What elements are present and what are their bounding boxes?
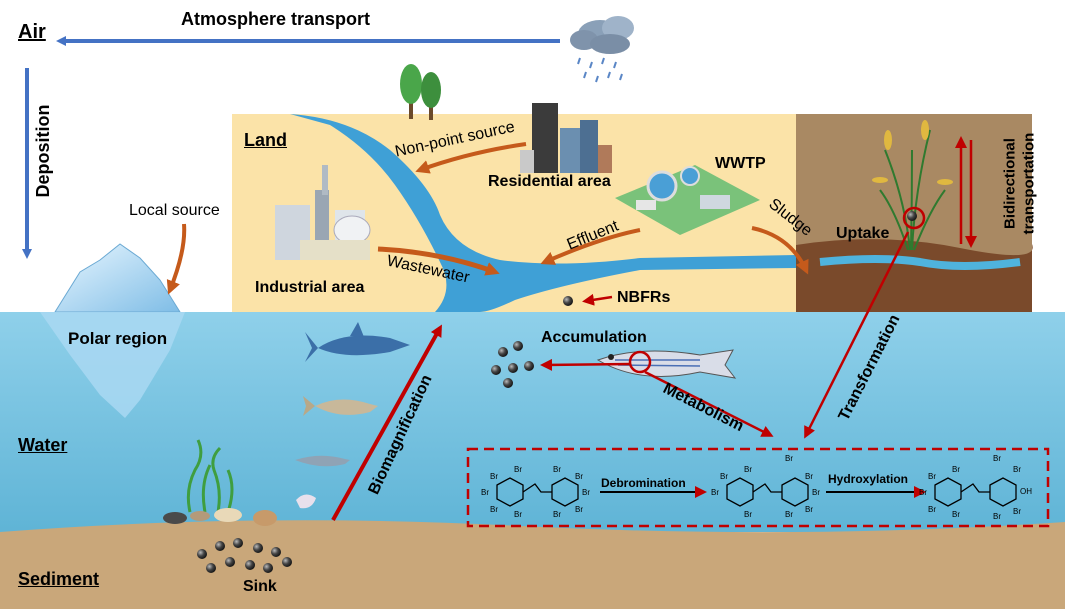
rain-cloud-icon — [570, 16, 634, 83]
wwtp-plant-icon — [615, 165, 760, 235]
br-atom: Br — [711, 488, 719, 497]
reaction-box — [466, 447, 1050, 528]
molecule-1 — [496, 477, 579, 507]
atmosphere-transport-label: Atmosphere transport — [181, 9, 371, 29]
uptake-particle-icon — [907, 211, 917, 221]
industrial-plant-icon — [275, 165, 371, 260]
bidirectional-label-line2: transportation — [1020, 132, 1038, 235]
br-atom: Br — [481, 488, 489, 497]
accumulated-particles-icon — [491, 341, 534, 388]
accumulation-arrow — [540, 358, 631, 371]
br-atom: Br — [805, 505, 813, 514]
br-atom: Br — [553, 465, 561, 474]
shells-icon — [163, 508, 277, 526]
hydroxylation-label: Hydroxylation — [828, 472, 909, 486]
br-atom: Br — [514, 465, 522, 474]
local-source-label: Local source — [129, 202, 220, 219]
br-atom: Br — [575, 505, 583, 514]
trees-icon — [400, 64, 441, 120]
nbfrs-arrow — [582, 293, 613, 306]
shark-icon — [305, 322, 410, 362]
river — [290, 114, 796, 312]
sink-label: Sink — [243, 578, 277, 595]
br-atom: Br — [993, 454, 1001, 463]
sludge-arrow — [751, 226, 809, 275]
shrimp-icon — [296, 494, 316, 509]
water-zone — [0, 312, 1065, 532]
land-label: Land — [244, 130, 287, 150]
br-atom: Br — [993, 512, 1001, 521]
uptake-highlight-circle — [902, 206, 926, 230]
br-atom: Br — [812, 488, 820, 497]
air-label: Air — [18, 21, 46, 43]
metabolism-arrow — [644, 370, 774, 437]
iceberg-icon — [40, 243, 185, 418]
deposition-label: Deposition — [33, 104, 53, 198]
rice-grains-icon — [872, 120, 953, 185]
residential-buildings-icon — [520, 103, 612, 173]
accumulation-label: Accumulation — [541, 329, 647, 346]
br-atom: Br — [952, 465, 960, 474]
br-atom: Br — [490, 505, 498, 514]
residential-area-label: Residential area — [488, 173, 611, 190]
fish-highlight-circle — [628, 350, 652, 374]
sink-particles-icon — [197, 538, 292, 573]
br-atom: Br — [785, 454, 793, 463]
br-atom: Br — [919, 488, 927, 497]
br-atom: Br — [490, 472, 498, 481]
effluent-arrow — [540, 228, 641, 265]
oh-group: OH — [1020, 487, 1032, 496]
br-atom: Br — [720, 472, 728, 481]
br-atom: Br — [553, 510, 561, 519]
br-atom: Br — [744, 465, 752, 474]
sediment-label: Sediment — [18, 569, 100, 589]
water-label: Water — [18, 435, 68, 455]
br-atom: Br — [1013, 465, 1021, 474]
sediment-zone — [0, 520, 1065, 609]
transformation-arrow — [804, 231, 910, 439]
br-atom: Br — [928, 505, 936, 514]
br-atom: Br — [928, 472, 936, 481]
non-point-source-arrow — [415, 142, 527, 174]
rice-plant-icon — [879, 129, 946, 251]
bass-fish-icon — [303, 396, 378, 416]
br-atom: Br — [744, 510, 752, 519]
br-atom: Br — [1013, 507, 1021, 516]
seaweed-icon — [186, 439, 234, 513]
br-atom: Br — [785, 510, 793, 519]
br-atom: Br — [582, 488, 590, 497]
nbfrs-label: NBFRs — [617, 289, 671, 306]
bidirectional-label-line1: Bidirectional — [1001, 138, 1019, 229]
wwtp-label: WWTP — [715, 155, 766, 172]
br-atom: Br — [952, 510, 960, 519]
br-atom: Br — [805, 472, 813, 481]
nbfr-particle-icon — [563, 296, 573, 306]
local-source-arrow — [166, 223, 187, 295]
wastewater-arrow — [377, 246, 500, 276]
uptake-label: Uptake — [836, 225, 890, 242]
debromination-label: Debromination — [601, 476, 686, 490]
industrial-area-label: Industrial area — [255, 279, 365, 296]
small-fish-icon — [295, 455, 350, 467]
molecule-3 — [934, 477, 1017, 507]
br-atom: Br — [514, 510, 522, 519]
polar-region-label: Polar region — [68, 329, 168, 348]
molecule-2 — [726, 477, 809, 507]
br-atom: Br — [575, 472, 583, 481]
biomagnification-arrow — [331, 324, 442, 521]
